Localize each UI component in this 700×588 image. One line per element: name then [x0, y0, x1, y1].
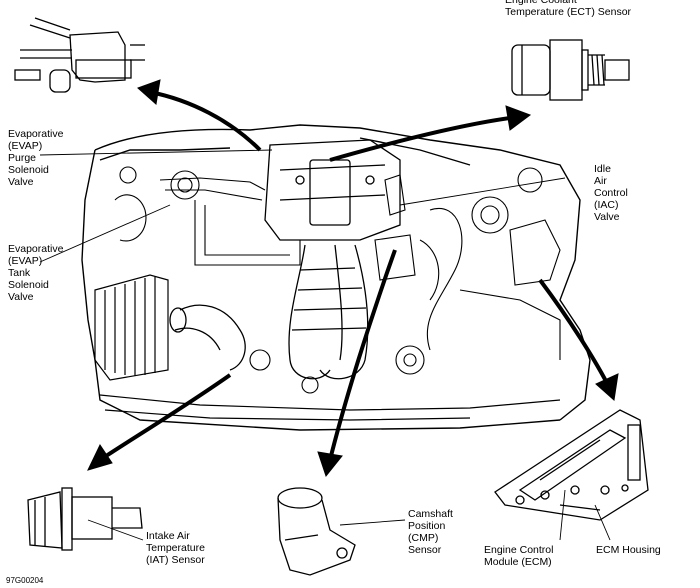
cmp-sensor-illustration	[277, 487, 356, 576]
left-components	[114, 166, 301, 266]
intake-manifold	[264, 139, 401, 241]
right-components	[249, 167, 561, 394]
evap-purge-valve-illustration	[14, 17, 145, 93]
engine-bay	[81, 124, 591, 431]
radiator-grille	[94, 274, 169, 381]
ect-label: Engine Coolant Temperature (ECT) Sensor	[505, 0, 632, 18]
ecm-housing-label: ECM Housing	[596, 544, 661, 556]
ect-sensor-illustration	[511, 39, 630, 101]
iat-label: Intake Air Temperature (IAT) Sensor	[146, 530, 205, 566]
pointer-arrows	[87, 79, 619, 478]
leader-lines	[39, 149, 611, 541]
front-crossmember	[99, 394, 561, 421]
figure-code: 97G00204	[6, 576, 44, 585]
cmp-label: Camshaft Position (CMP) Sensor	[408, 508, 453, 556]
iat-sensor-illustration	[27, 487, 143, 551]
evap-purge-label: Evaporative (EVAP) Purge Solenoid Valve	[8, 128, 64, 188]
ecm-housing-illustration	[494, 409, 649, 521]
evap-tank-label: Evaporative (EVAP) Tank Solenoid Valve	[8, 243, 64, 303]
air-intake-tube	[169, 304, 246, 371]
intake-hoses	[288, 244, 369, 380]
iac-label: Idle Air Control (IAC) Valve	[594, 163, 628, 223]
ecm-label: Engine Control Module (ECM)	[484, 544, 554, 568]
